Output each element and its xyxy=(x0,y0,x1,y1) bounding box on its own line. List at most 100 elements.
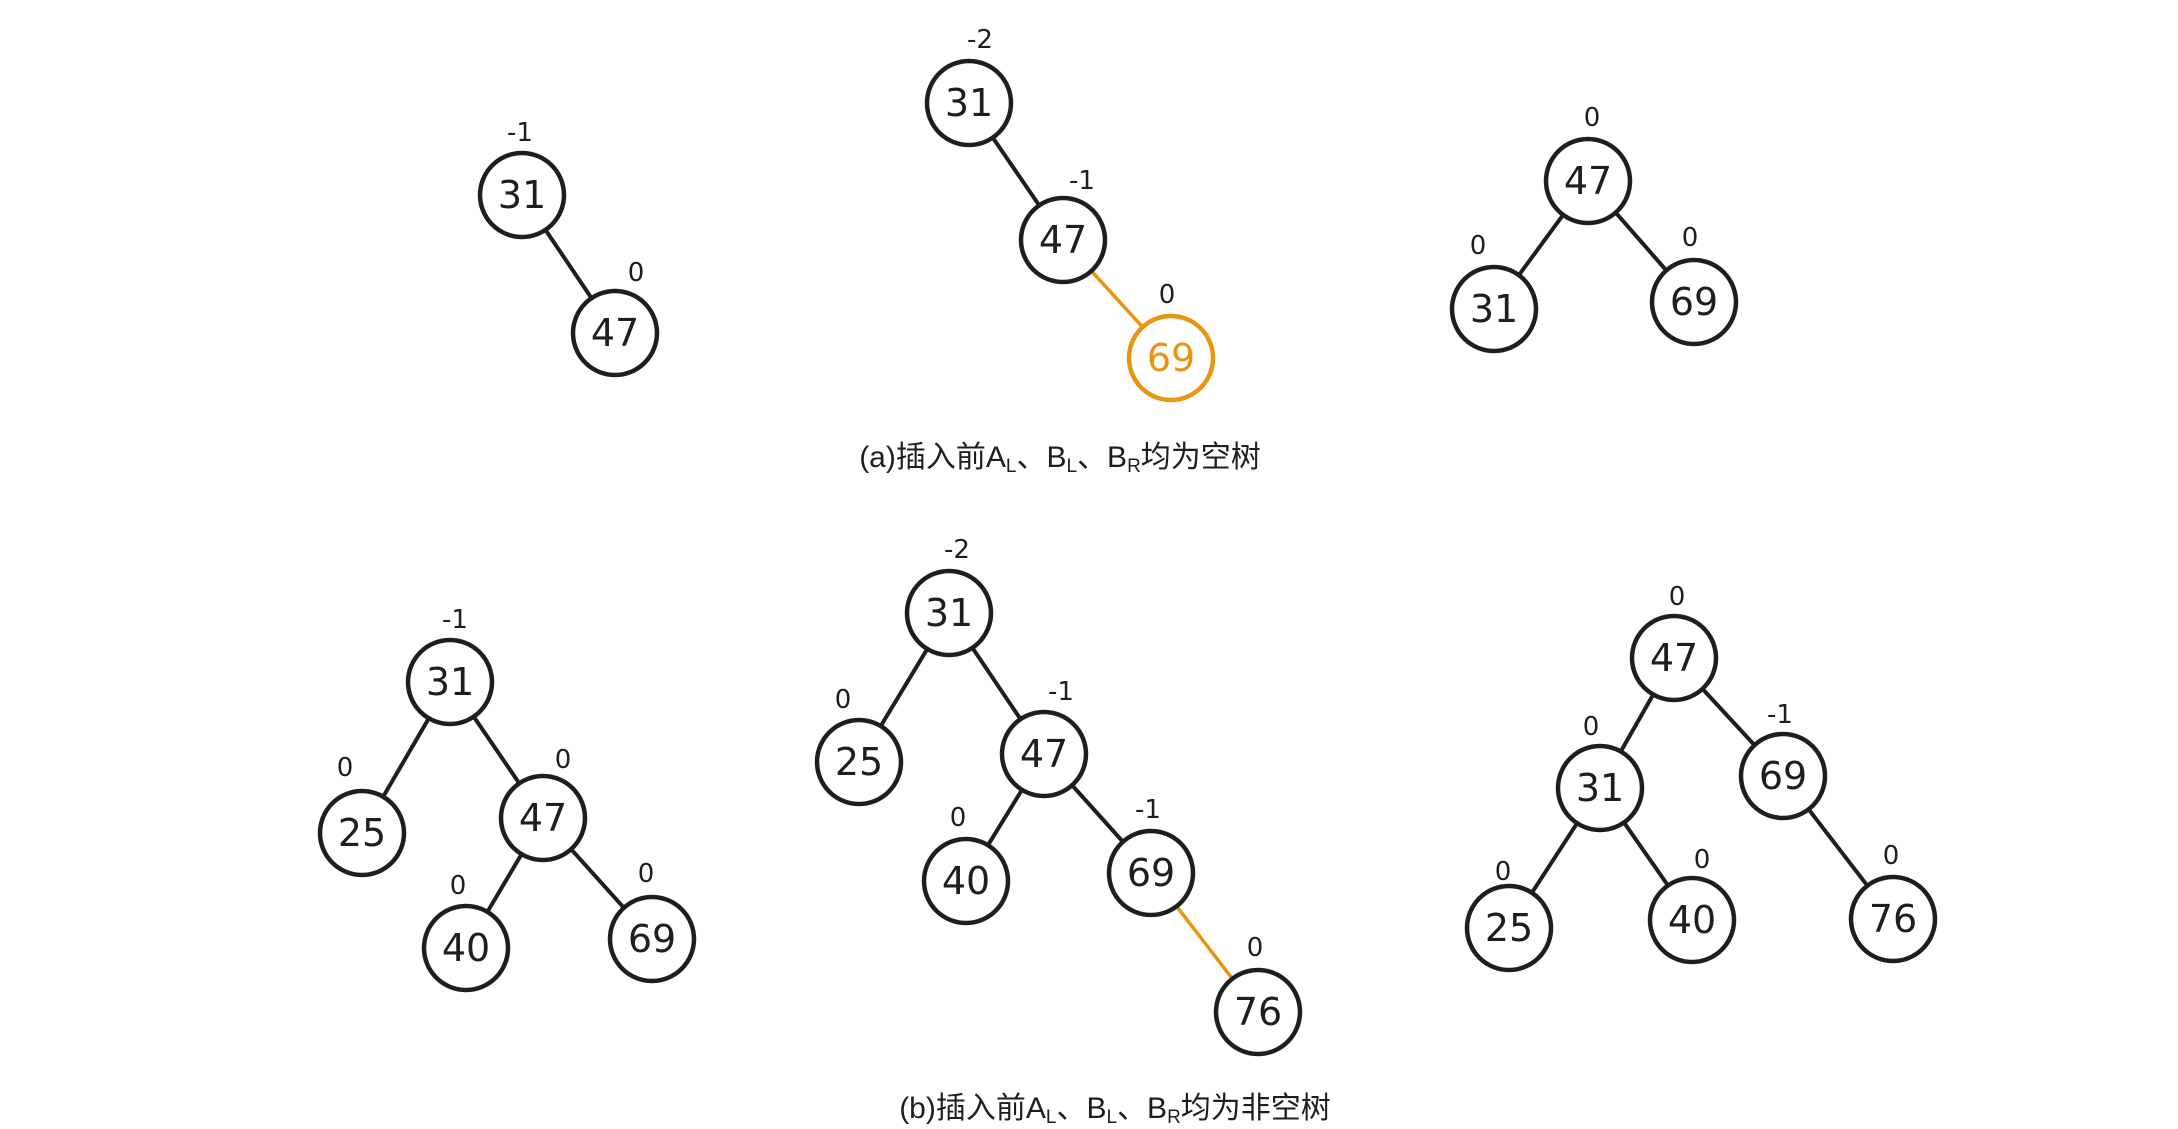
balance-factor: 0 xyxy=(1159,280,1176,310)
edge-31-25 xyxy=(1529,821,1580,895)
node-circle xyxy=(921,836,1011,926)
edge-47-69 xyxy=(1700,686,1757,748)
balance-factor: -1 xyxy=(1069,166,1095,196)
balance-factor: 0 xyxy=(1583,712,1600,742)
node-label: 47 xyxy=(1020,732,1068,776)
balance-factor: -1 xyxy=(1135,795,1161,825)
balance-factor: 0 xyxy=(1247,933,1264,963)
balance-factor: 0 xyxy=(555,745,572,775)
balance-factor: 0 xyxy=(1682,223,1699,253)
node-label: 31 xyxy=(1470,287,1518,331)
node-31: 310 xyxy=(1555,712,1645,833)
balance-factor: 0 xyxy=(1584,103,1601,133)
node-label: 69 xyxy=(1670,280,1718,324)
node-circle xyxy=(1018,195,1108,285)
node-label: 47 xyxy=(1039,218,1087,262)
node-label: 31 xyxy=(925,591,973,635)
node-circle xyxy=(405,637,495,727)
node-circle xyxy=(1464,883,1554,973)
node-40: 400 xyxy=(421,871,511,993)
node-label: 47 xyxy=(519,796,567,840)
node-31: 31 -1 xyxy=(477,118,567,240)
node-47: 47 0 xyxy=(498,745,588,863)
node-circle xyxy=(1848,874,1938,964)
node-label: 69 xyxy=(1759,754,1807,798)
node-circle xyxy=(1126,313,1216,403)
node-76: 760 xyxy=(1213,933,1303,1057)
balance-factor: 0 xyxy=(950,803,967,833)
edge-47-31 xyxy=(1618,692,1656,754)
node-label: 69 xyxy=(1127,851,1175,895)
node-25: 250 xyxy=(1464,857,1554,973)
node-circle xyxy=(814,717,904,807)
node-circle xyxy=(498,773,588,863)
node-31: 31 -2 xyxy=(924,25,1014,148)
tree-a3: 47 0 31 0 69 0 xyxy=(1449,103,1739,354)
edge-47-69 xyxy=(569,847,626,910)
node-label: 40 xyxy=(942,859,990,903)
node-47: 47 0 xyxy=(1543,103,1633,226)
balance-factor: -1 xyxy=(507,118,533,148)
node-label: 31 xyxy=(498,173,546,217)
node-47: 470 xyxy=(1629,582,1719,703)
node-label: 69 xyxy=(1147,336,1195,380)
node-69: 69 0 xyxy=(1649,223,1739,347)
edge-47-40 xyxy=(985,787,1025,848)
node-circle xyxy=(421,903,511,993)
node-circle xyxy=(1449,264,1539,354)
node-circle xyxy=(607,894,697,984)
node-label: 25 xyxy=(1485,906,1533,950)
node-47: 470 xyxy=(570,258,660,378)
node-69: 69 -1 xyxy=(1106,795,1196,918)
node-label: 40 xyxy=(1668,898,1716,942)
edge-31-47 xyxy=(970,645,1023,722)
node-circle xyxy=(317,788,407,878)
node-40: 40 0 xyxy=(921,803,1011,926)
balance-factor: 0 xyxy=(337,753,354,783)
balance-factor: -2 xyxy=(944,535,970,565)
edge-31-47 xyxy=(543,227,594,301)
edge-31-47 xyxy=(990,135,1042,208)
node-circle xyxy=(1213,967,1303,1057)
balance-factor: 0 xyxy=(1694,845,1711,875)
tree-a2: 31 -2 47 -1 69 0 xyxy=(924,25,1216,403)
balance-factor: -1 xyxy=(1767,700,1793,730)
balance-factor: -1 xyxy=(442,605,468,635)
node-circle xyxy=(1555,743,1645,833)
balance-factor: 0 xyxy=(1470,231,1487,261)
node-31: 31 -2 xyxy=(904,535,994,658)
node-69: 69 0 xyxy=(1126,280,1216,403)
edge-31-25 xyxy=(381,716,431,799)
node-circle xyxy=(999,709,1089,799)
balance-factor: 0 xyxy=(628,258,645,288)
node-label: 25 xyxy=(835,740,883,784)
edge-47-69 xyxy=(1613,210,1669,273)
node-label: 31 xyxy=(945,81,993,125)
node-label: 47 xyxy=(1564,159,1612,203)
edge-47-31 xyxy=(1516,212,1566,278)
node-circle xyxy=(570,288,660,378)
balance-factor: 0 xyxy=(835,685,852,715)
balance-factor: -2 xyxy=(967,25,993,55)
node-circle xyxy=(1106,828,1196,918)
node-circle xyxy=(904,568,994,658)
edge-31-47 xyxy=(471,714,522,786)
node-31: 31 0 xyxy=(1449,231,1539,354)
edge-69-76 xyxy=(1174,904,1235,981)
node-47: 47 -1 xyxy=(1018,166,1108,285)
edge-47-69 xyxy=(1089,269,1145,329)
edge-31-40 xyxy=(1622,820,1670,888)
node-circle xyxy=(1629,613,1719,703)
node-label: 47 xyxy=(1650,636,1698,680)
node-label: 25 xyxy=(338,811,386,855)
balance-factor: 0 xyxy=(450,871,467,901)
edge-31-25 xyxy=(878,646,930,729)
node-40: 40 0 xyxy=(1647,845,1737,965)
node-69: 690 xyxy=(607,859,697,984)
node-label: 31 xyxy=(426,660,474,704)
node-circle xyxy=(1647,875,1737,965)
